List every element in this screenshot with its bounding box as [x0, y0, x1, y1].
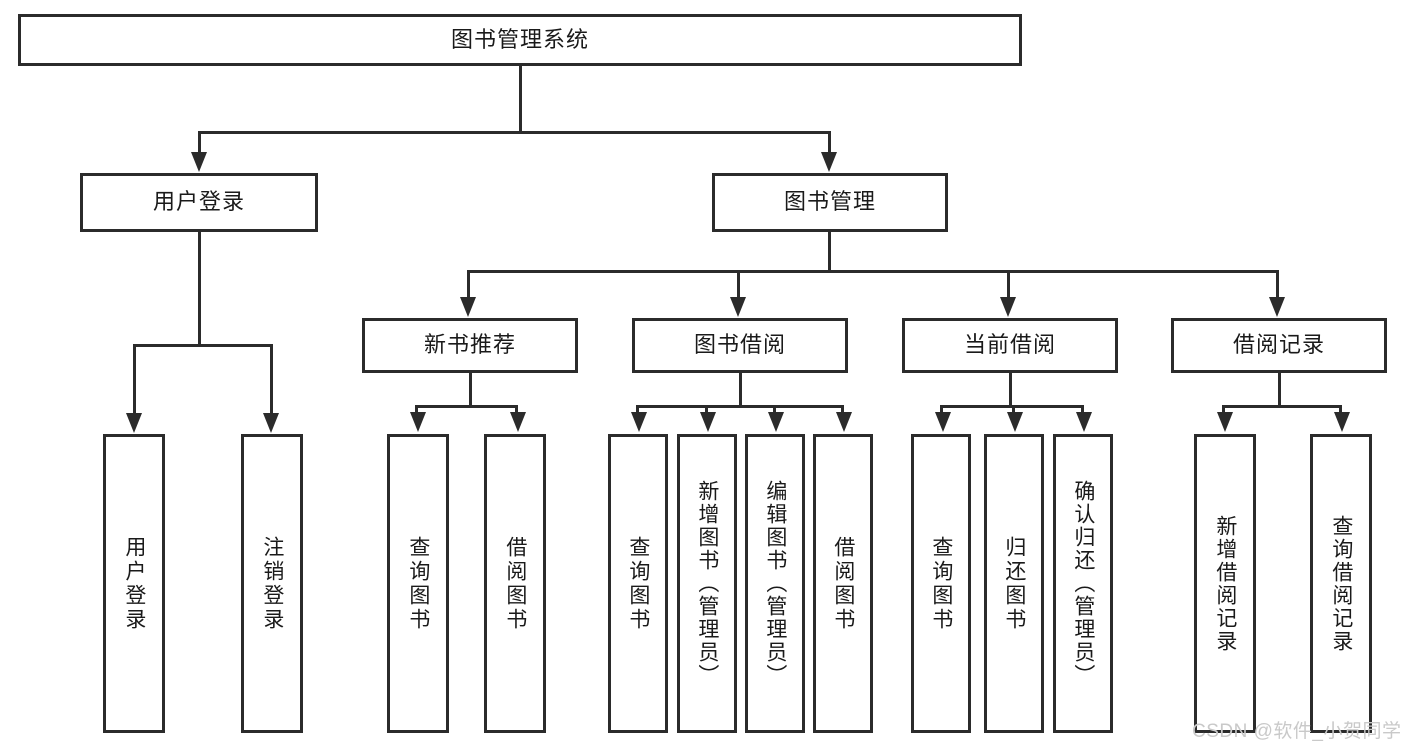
leaf-logout[interactable]: 注销登录 [241, 434, 303, 733]
edge-bookmgmt-bus [467, 270, 1279, 273]
node-current-borrow[interactable]: 当前借阅 [902, 318, 1118, 373]
edge-login-drop-2 [270, 344, 273, 414]
edge-root-bus [198, 131, 831, 134]
edge-borrow-drop-3 [773, 405, 776, 415]
edge-login-bus [133, 344, 273, 347]
leaf-user-login[interactable]: 用户登录 [103, 434, 165, 733]
node-book-management[interactable]: 图书管理 [712, 173, 948, 232]
node-user-login-label: 用户登录 [152, 189, 245, 215]
edge-current-stem [1009, 373, 1012, 405]
leaf-confirm-return-admin-label: 确认归还（管理员） [1071, 480, 1095, 687]
edge-root-to-bookmgmt-drop [828, 131, 831, 153]
node-book-borrow[interactable]: 图书借阅 [632, 318, 848, 373]
leaf-return-books-label: 归还图书 [1002, 535, 1026, 632]
edge-borrow-stem [739, 373, 742, 405]
leaf-edit-book-admin[interactable]: 编辑图书（管理员） [745, 434, 805, 733]
edge-login-stem [198, 232, 201, 344]
arrow-current-to-return [1007, 412, 1023, 432]
leaf-user-login-label: 用户登录 [122, 535, 146, 632]
arrow-current-to-query [935, 412, 951, 432]
arrow-current-to-confirm [1076, 412, 1092, 432]
edge-records-bus [1222, 405, 1342, 408]
edge-current-drop-3 [1081, 405, 1084, 415]
leaf-borrow-lend-books[interactable]: 借阅图书 [813, 434, 873, 733]
edge-newbook-drop-1 [415, 405, 418, 415]
edge-newbook-stem [469, 373, 472, 405]
edge-bookmgmt-drop-4 [1276, 270, 1279, 298]
edge-root-to-login-drop [198, 131, 201, 153]
leaf-current-query-books[interactable]: 查询图书 [911, 434, 971, 733]
edge-borrow-drop-4 [841, 405, 844, 415]
arrow-bookmgmt-to-records [1269, 297, 1285, 317]
arrow-login-to-user-login [126, 413, 142, 433]
arrow-bookmgmt-to-borrow [730, 297, 746, 317]
arrow-bookmgmt-to-current [1000, 297, 1016, 317]
node-book-management-label: 图书管理 [783, 189, 876, 215]
node-new-book-recommend[interactable]: 新书推荐 [362, 318, 578, 373]
arrow-borrow-to-edit [768, 412, 784, 432]
leaf-newbook-borrow-books-label: 借阅图书 [503, 535, 527, 632]
node-root[interactable]: 图书管理系统 [18, 14, 1022, 66]
leaf-edit-book-admin-label: 编辑图书（管理员） [763, 480, 787, 687]
leaf-add-book-admin-label: 新增图书（管理员） [695, 480, 719, 687]
leaf-borrow-lend-books-label: 借阅图书 [831, 535, 855, 632]
edge-newbook-bus [415, 405, 518, 408]
arrow-borrow-to-add [700, 412, 716, 432]
edge-records-drop-2 [1339, 405, 1342, 415]
node-book-borrow-label: 图书借阅 [693, 332, 786, 358]
node-root-label: 图书管理系统 [450, 26, 589, 52]
leaf-newbook-query-books[interactable]: 查询图书 [387, 434, 449, 733]
arrow-borrow-to-lend [836, 412, 852, 432]
node-user-login[interactable]: 用户登录 [80, 173, 318, 232]
arrow-bookmgmt-to-newbook [460, 297, 476, 317]
arrow-borrow-to-query [631, 412, 647, 432]
leaf-borrow-query-books-label: 查询图书 [626, 535, 650, 632]
arrow-records-to-add [1217, 412, 1233, 432]
edge-bookmgmt-drop-1 [467, 270, 470, 298]
edge-bookmgmt-drop-3 [1007, 270, 1010, 298]
leaf-borrow-query-books[interactable]: 查询图书 [608, 434, 668, 733]
node-borrow-records-label: 借阅记录 [1232, 332, 1325, 358]
edge-root-stem [519, 66, 522, 131]
edge-newbook-drop-2 [515, 405, 518, 415]
edge-bookmgmt-stem [828, 232, 831, 270]
leaf-logout-label: 注销登录 [260, 535, 284, 632]
leaf-return-books[interactable]: 归还图书 [984, 434, 1044, 733]
arrow-newbook-to-query [410, 412, 426, 432]
leaf-query-borrow-record[interactable]: 查询借阅记录 [1310, 434, 1372, 733]
csdn-watermark: CSDN @软件_小贺同学 [1192, 721, 1402, 742]
leaf-add-borrow-record-label: 新增借阅记录 [1213, 514, 1237, 653]
node-current-borrow-label: 当前借阅 [963, 332, 1056, 358]
arrow-root-to-bookmgmt [821, 152, 837, 172]
edge-borrow-drop-1 [636, 405, 639, 415]
node-new-book-recommend-label: 新书推荐 [423, 332, 516, 358]
edge-borrow-drop-2 [705, 405, 708, 415]
edge-records-drop-1 [1222, 405, 1225, 415]
arrow-root-to-login [191, 152, 207, 172]
leaf-newbook-query-books-label: 查询图书 [406, 535, 430, 632]
leaf-newbook-borrow-books[interactable]: 借阅图书 [484, 434, 546, 733]
arrow-records-to-query [1334, 412, 1350, 432]
edge-records-stem [1278, 373, 1281, 405]
leaf-add-book-admin[interactable]: 新增图书（管理员） [677, 434, 737, 733]
arrow-login-to-logout [263, 413, 279, 433]
leaf-confirm-return-admin[interactable]: 确认归还（管理员） [1053, 434, 1113, 733]
node-borrow-records[interactable]: 借阅记录 [1171, 318, 1387, 373]
edge-login-drop-1 [133, 344, 136, 414]
leaf-query-borrow-record-label: 查询借阅记录 [1329, 514, 1353, 653]
edge-borrow-bus [636, 405, 843, 408]
edge-bookmgmt-drop-2 [737, 270, 740, 298]
leaf-add-borrow-record[interactable]: 新增借阅记录 [1194, 434, 1256, 733]
leaf-current-query-books-label: 查询图书 [929, 535, 953, 632]
arrow-newbook-to-borrow [510, 412, 526, 432]
edge-current-drop-2 [1012, 405, 1015, 415]
edge-current-drop-1 [940, 405, 943, 415]
